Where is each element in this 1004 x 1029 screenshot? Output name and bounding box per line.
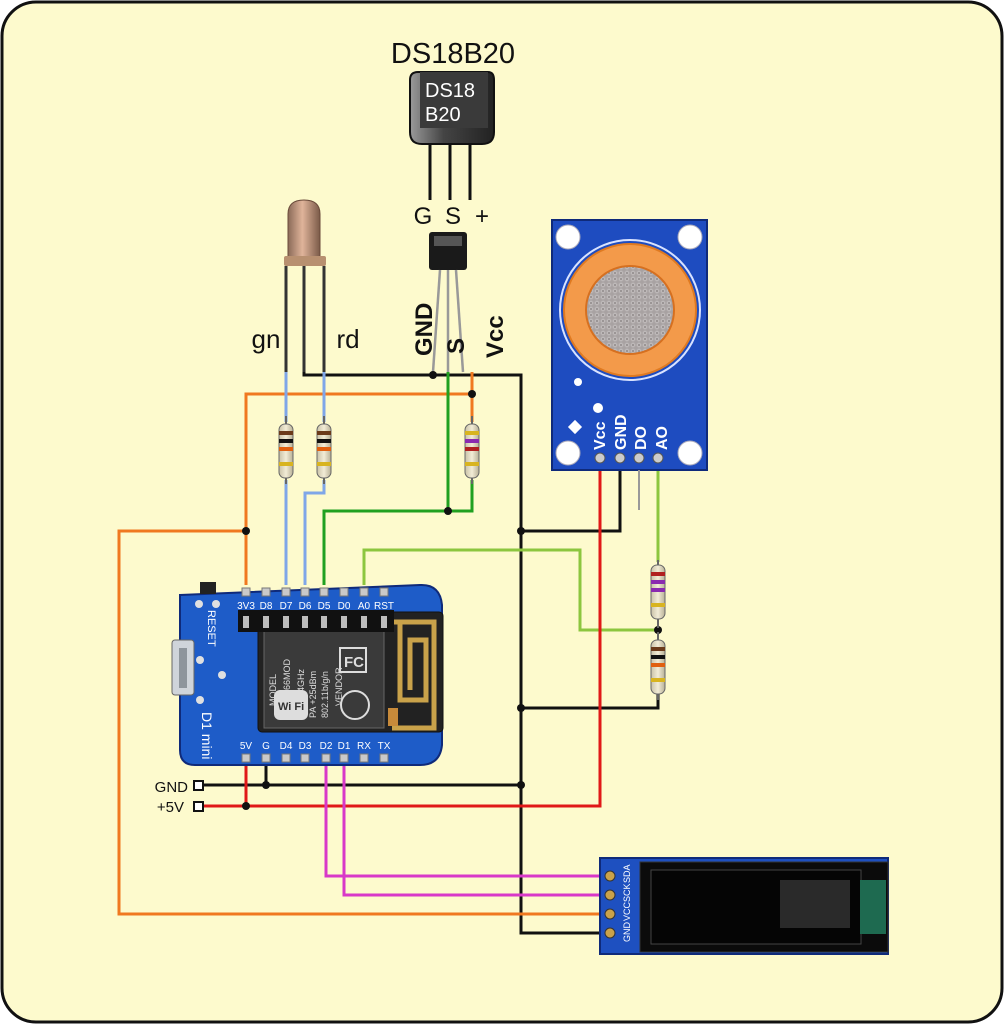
chip-text-line2: B20 bbox=[425, 104, 461, 126]
pin-rst: RST bbox=[374, 601, 394, 612]
header-top-labels: 3V3 D8 D7 D6 D5 D0 A0 RST bbox=[237, 601, 394, 612]
wires bbox=[117, 372, 660, 935]
wire-3v3-oled bbox=[117, 529, 604, 916]
oled-pin-gnd: GND bbox=[622, 922, 632, 943]
oled-pin-sck: SCK bbox=[622, 883, 632, 902]
pin-label-g: G bbox=[414, 203, 433, 230]
header-bottom bbox=[241, 753, 389, 763]
5v-terminal bbox=[193, 801, 204, 812]
pin-rx: RX bbox=[357, 741, 371, 752]
wire-ds18-data bbox=[322, 372, 450, 585]
fc-logo: FC bbox=[339, 647, 367, 673]
wire-gnd-gas bbox=[521, 470, 622, 533]
resistor-led-gn bbox=[278, 416, 294, 484]
module-standard: 802.11b/g/n bbox=[320, 671, 330, 718]
pin-tx: TX bbox=[378, 741, 391, 752]
pin-label-s-big: S bbox=[443, 338, 470, 354]
pin-d2: D2 bbox=[320, 741, 333, 752]
oled-pin-vcc: VCC bbox=[622, 901, 632, 921]
pin-d0: D0 bbox=[338, 601, 351, 612]
module-model: ESP8266MOD bbox=[282, 658, 292, 718]
reset-label: RESET bbox=[205, 610, 217, 647]
junctions bbox=[242, 371, 662, 810]
resistor-divider-top bbox=[650, 560, 666, 628]
pin-d3: D3 bbox=[299, 741, 312, 752]
oled-pin-sda: SDA bbox=[622, 864, 632, 883]
module-pa: PA +25dBm bbox=[308, 671, 318, 718]
pin-label-gnd-big: GND bbox=[411, 303, 438, 356]
pin-label-s: S bbox=[445, 203, 461, 230]
chip-text-line1: DS18 bbox=[425, 80, 475, 102]
oled-pins: SDA SCK VCC GND bbox=[604, 864, 632, 943]
gnd-terminal bbox=[193, 780, 204, 791]
wifi-logo-text: Wi Fi bbox=[278, 701, 304, 713]
wire-5v bbox=[198, 470, 602, 808]
svg-text:FC: FC bbox=[344, 654, 364, 671]
ds18b20-title: DS18B20 bbox=[391, 38, 515, 70]
pin-g: G bbox=[262, 741, 270, 752]
pin-label-plus: + bbox=[475, 203, 489, 230]
wifi-alliance-logo bbox=[340, 690, 370, 720]
gas-pin-gnd: GND bbox=[613, 414, 630, 450]
ds18b20-package: DS18B20 DS18 B20 G S + bbox=[391, 38, 515, 230]
pin-5v: 5V bbox=[240, 741, 253, 752]
header-bottom-labels: 5V G D4 D3 D2 D1 RX TX bbox=[240, 741, 391, 752]
led-rd-label: rd bbox=[336, 324, 359, 354]
resistor-led-rd bbox=[316, 416, 332, 484]
pin-d7: D7 bbox=[280, 601, 293, 612]
bicolor-led: gn rd bbox=[252, 199, 360, 372]
power-terminals: GND +5V bbox=[155, 779, 204, 816]
module-model-word: MODEL bbox=[268, 674, 278, 706]
resistor-pullup bbox=[464, 416, 480, 484]
pin-3v3: 3V3 bbox=[237, 601, 255, 612]
pin-d5: D5 bbox=[318, 601, 331, 612]
module-vendor: VENDOR bbox=[334, 667, 344, 706]
wire-3v3-top bbox=[244, 372, 474, 585]
pin-d1: D1 bbox=[338, 741, 351, 752]
pin-d6: D6 bbox=[299, 601, 312, 612]
gas-pin-vcc: Vcc bbox=[592, 421, 609, 450]
gas-pin-ao: AO bbox=[654, 426, 671, 450]
5v-label: +5V bbox=[157, 799, 184, 816]
wire-i2c-scl bbox=[324, 762, 604, 878]
gnd-label: GND bbox=[155, 779, 189, 796]
pin-a0: A0 bbox=[358, 601, 371, 612]
wire-a0 bbox=[362, 548, 658, 632]
wemos-d1-mini: RESET D1 mini MODEL ESP8266MOD ISM 2.4GH… bbox=[171, 582, 444, 766]
wire-gnd-main bbox=[302, 372, 604, 935]
wifi-logo: Wi Fi bbox=[274, 690, 308, 720]
wire-i2c-sda bbox=[342, 762, 604, 897]
ds18b20-small-chip: GND S Vcc bbox=[411, 232, 509, 373]
wire-pullup-bottom bbox=[448, 480, 474, 513]
pin-d8: D8 bbox=[260, 601, 273, 612]
header-top bbox=[238, 587, 394, 632]
pin-label-vcc-big: Vcc bbox=[482, 315, 509, 358]
gas-sensor-module: Vcc GND DO AO bbox=[551, 219, 708, 510]
wire-led-rd-low bbox=[303, 480, 326, 585]
led-gn-label: gn bbox=[252, 324, 281, 354]
board-label: D1 mini bbox=[199, 712, 215, 759]
pin-d4: D4 bbox=[280, 741, 293, 752]
gas-pin-do: DO bbox=[633, 426, 650, 450]
resistor-divider-bottom bbox=[650, 632, 666, 700]
oled-display: SDA SCK VCC GND bbox=[599, 857, 889, 955]
